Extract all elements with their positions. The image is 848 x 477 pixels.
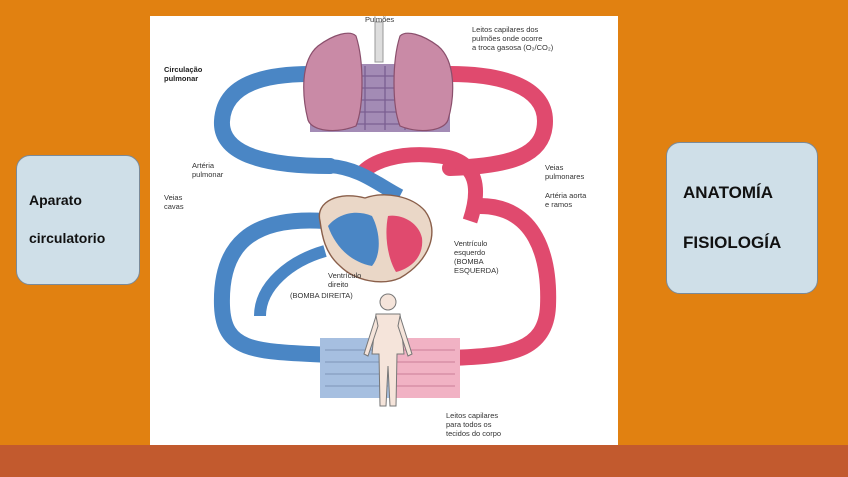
label-veias-pulmonares-1: Veias xyxy=(545,163,564,172)
trachea xyxy=(374,21,384,63)
card-heading-fisiologia: FISIOLOGÍA xyxy=(683,233,782,252)
label-bomba-direita: (BOMBA DIREITA) xyxy=(290,291,353,300)
label-leitos-pulmonares-1: Leitos capilares dos xyxy=(472,25,539,34)
aorta-arch-vessel xyxy=(353,147,483,224)
label-veias-cavas-1: Veias xyxy=(164,193,183,202)
label-leitos-corpo-3: tecidos do corpo xyxy=(446,429,501,438)
right-lung xyxy=(393,32,454,132)
label-circulacao-2: pulmonar xyxy=(164,74,198,83)
pulmonary-vein-vessel xyxy=(442,66,554,176)
label-pulmoes: Pulmões xyxy=(365,16,394,24)
aorta-descending-vessel xyxy=(449,198,557,366)
card-heading-anatomia: ANATOMÍA xyxy=(683,183,774,202)
pulmonary-trunk-vessel xyxy=(329,159,404,203)
card-title-line-1: Aparato xyxy=(29,192,82,208)
vena-cava-inner-vessel xyxy=(254,245,327,317)
bottom-bar xyxy=(0,445,848,477)
circulatory-diagram: Pulmões Leitos capilares dos pulmões ond… xyxy=(150,16,618,445)
vena-cava-vessel xyxy=(213,212,351,364)
circulatory-diagram-svg: Pulmões Leitos capilares dos pulmões ond… xyxy=(164,16,587,438)
label-leitos-corpo-2: para todos os xyxy=(446,420,492,429)
label-arteria-aorta-2: e ramos xyxy=(545,200,572,209)
label-leitos-pulmonares-2: pulmões onde ocorre xyxy=(472,34,542,43)
pulmonary-artery-vessel xyxy=(214,66,338,174)
topic-card-left: Aparato circulatorio xyxy=(16,155,140,285)
left-ventricle xyxy=(386,215,423,272)
human-figure xyxy=(363,293,413,407)
label-leitos-pulmonares-3: a troca gasosa (O₂/CO₂) xyxy=(472,43,554,52)
label-ventriculo-direito-1: Ventrículo xyxy=(328,271,361,280)
left-lung xyxy=(303,32,363,132)
topic-card-right: ANATOMÍA FISIOLOGÍA xyxy=(666,142,818,294)
label-veias-cavas-2: cavas xyxy=(164,202,184,211)
right-ventricle xyxy=(328,212,379,266)
label-ventriculo-esquerdo-1: Ventrículo xyxy=(454,239,487,248)
label-arteria-pulmonar-2: pulmonar xyxy=(192,170,224,179)
label-bomba-esquerda-2: ESQUERDA) xyxy=(454,266,499,275)
label-arteria-pulmonar-1: Artéria xyxy=(192,161,215,170)
card-title-line-2: circulatorio xyxy=(29,230,106,246)
label-bomba-esquerda-1: (BOMBA xyxy=(454,257,484,266)
label-leitos-corpo-1: Leitos capilares xyxy=(446,411,498,420)
label-arteria-aorta-1: Artéria aorta xyxy=(545,191,587,200)
label-veias-pulmonares-2: pulmonares xyxy=(545,172,584,181)
label-circulacao-1: Circulação xyxy=(164,65,203,74)
label-ventriculo-direito-2: direito xyxy=(328,280,348,289)
label-ventriculo-esquerdo-2: esquerdo xyxy=(454,248,485,257)
